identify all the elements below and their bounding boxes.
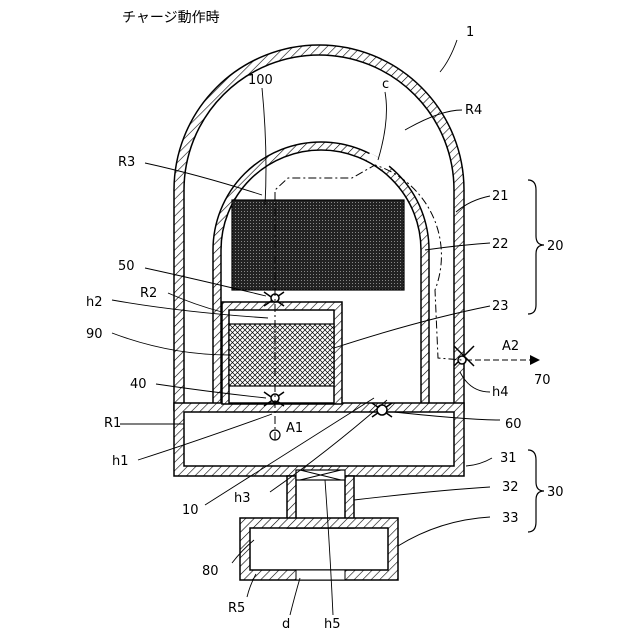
label-R5: R5 [228, 601, 245, 616]
label-10: 10 [182, 503, 199, 518]
label-22: 22 [492, 237, 509, 252]
label-23: 23 [492, 299, 509, 314]
label-90: 90 [86, 327, 103, 342]
bracket-30 [528, 450, 544, 532]
label-33: 33 [502, 511, 519, 526]
figure-title: チャージ動作時 [122, 10, 220, 26]
label-21: 21 [492, 189, 509, 204]
element-100 [232, 200, 404, 290]
base-housing [174, 403, 464, 476]
label-30: 30 [547, 485, 564, 500]
label-h1: h1 [112, 454, 129, 469]
label-d: d [282, 617, 290, 632]
label-32: 32 [502, 480, 519, 495]
opening-d [296, 570, 345, 580]
label-A1: A1 [286, 421, 303, 436]
opening-c [368, 156, 388, 168]
label-31: 31 [500, 451, 517, 466]
filter-90 [229, 324, 334, 386]
label-h5: h5 [324, 617, 341, 632]
label-50: 50 [118, 259, 135, 274]
label-R1: R1 [104, 416, 121, 431]
label-device-number: 1 [466, 25, 474, 40]
label-70: 70 [534, 373, 551, 388]
label-h2: h2 [86, 295, 103, 310]
label-R4: R4 [465, 103, 482, 118]
label-h4: h4 [492, 385, 509, 400]
bracket-20 [528, 180, 544, 314]
label-80: 80 [202, 564, 219, 579]
label-R2: R2 [140, 286, 157, 301]
label-A2: A2 [502, 339, 519, 354]
label-20: 20 [547, 239, 564, 254]
label-40: 40 [130, 377, 147, 392]
label-100: 100 [248, 73, 273, 88]
label-h3: h3 [234, 491, 251, 506]
label-60: 60 [505, 417, 522, 432]
flow-arrowhead [530, 355, 540, 365]
label-c: c [382, 77, 389, 92]
label-R3: R3 [118, 155, 135, 170]
